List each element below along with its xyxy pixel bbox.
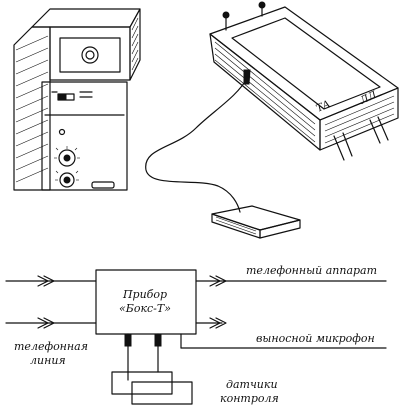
sensor-box	[111, 371, 173, 395]
device-box	[95, 269, 197, 335]
handheld-unit-illustration: ТА ЛЛ	[145, 1, 399, 239]
handheld-marking-ll: ЛЛ	[358, 89, 379, 107]
desk-unit-illustration	[13, 8, 141, 191]
speaker-grille-icon	[81, 46, 99, 64]
sensor-box	[131, 381, 193, 405]
arrow-right-icon	[209, 275, 227, 287]
sensors-label-line2: контроля	[220, 392, 279, 405]
output-mic-label: выносной микрофон	[256, 332, 375, 345]
dial-knob-icon	[58, 149, 76, 167]
sensors-label-line1: датчики	[226, 378, 278, 391]
dial-knob-icon	[59, 172, 75, 188]
label-plate	[91, 181, 115, 189]
arrow-right-icon	[37, 317, 55, 329]
device-label-line1: Прибор	[122, 288, 167, 301]
sensor-pad-illustration	[211, 205, 301, 239]
indicator-lamp-icon	[58, 128, 66, 136]
arrow-right-icon	[37, 275, 55, 287]
input-label-line2: линия	[30, 354, 66, 367]
arrow-right-icon	[209, 317, 227, 329]
output-phone-label: телефонный аппарат	[246, 264, 377, 277]
device-label-line2: «Бокс-Т»	[119, 302, 171, 315]
input-label-line1: телефонная	[14, 340, 88, 353]
handheld-marking-ta: ТА	[315, 99, 333, 115]
schematic-diagram: Прибор «Бокс-Т» телефонный аппарат вынос…	[5, 264, 387, 405]
